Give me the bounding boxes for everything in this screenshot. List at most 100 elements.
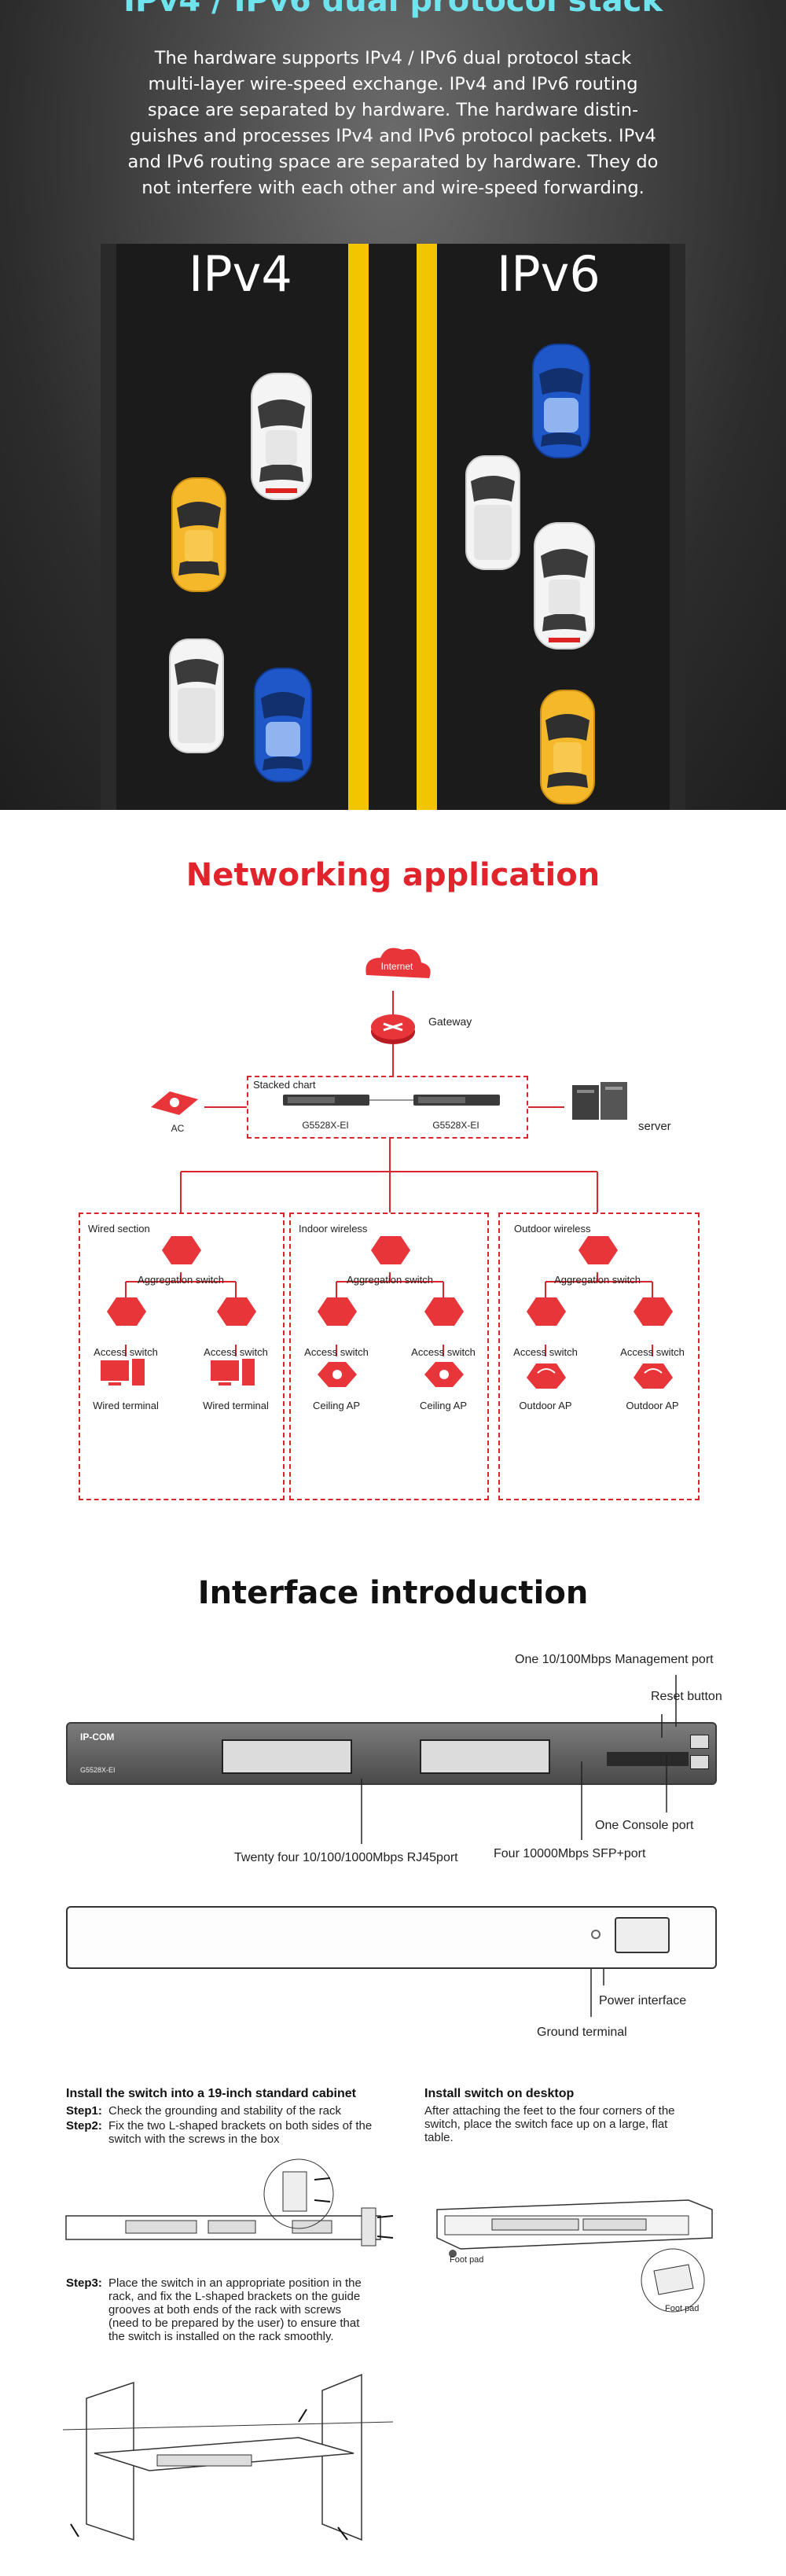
center-line-left	[348, 244, 369, 810]
rj45-block-right	[420, 1739, 550, 1774]
step-3-line: the switch is installed on the rack smoo…	[108, 2330, 334, 2343]
zone-title-outdoor: Outdoor wireless	[514, 1223, 591, 1235]
sfp-ports	[607, 1752, 689, 1766]
description-line: space are separated by hardware. The har…	[147, 100, 639, 120]
reset-button-label: Reset button	[651, 1690, 722, 1703]
access-switch-label: Access switch	[620, 1346, 685, 1358]
stacked-chart-zone	[247, 1076, 528, 1139]
gateway-label: Gateway	[428, 1015, 472, 1028]
server-icon	[572, 1082, 627, 1120]
stacked-switch-right-icon	[413, 1095, 500, 1106]
rj45-label: Twenty four 10/100/1000Mbps RJ45port	[234, 1851, 458, 1864]
access-switch-icon	[217, 1297, 256, 1326]
step-1-text: Check the grounding and stability of the…	[108, 2104, 342, 2118]
switch-back-panel	[66, 1906, 717, 1969]
step-2-key: Step2:	[66, 2119, 102, 2133]
terminal-label: Wired terminal	[203, 1400, 269, 1411]
mgmt-port-label: One 10/100Mbps Management port	[515, 1653, 714, 1666]
ceiling-ap-icon	[424, 1362, 464, 1387]
aggregation-switch-icon	[371, 1236, 410, 1264]
car-white-2	[169, 638, 224, 753]
description-line: and IPv6 routing space are separated by …	[127, 152, 659, 172]
step-2-line: Fix the two L-shaped brackets on both si…	[108, 2119, 373, 2133]
stacked-chart-label: Stacked chart	[253, 1079, 316, 1091]
desktop-line: table.	[424, 2131, 454, 2144]
road-svg	[101, 244, 685, 810]
foot-pad-label: Foot pad	[665, 2304, 700, 2313]
zone-wired	[79, 1213, 285, 1500]
switch-right-label: G5528X-EI	[432, 1120, 479, 1131]
aggregation-label: Aggregation switch	[138, 1274, 224, 1286]
access-switch-icon	[318, 1297, 357, 1326]
access-switch-label: Access switch	[304, 1346, 369, 1358]
car-white-1	[251, 373, 312, 500]
road-edge-left	[101, 244, 116, 810]
step-3-key: Step3:	[66, 2276, 102, 2290]
outdoor-ap-label: Outdoor AP	[626, 1400, 679, 1411]
ceiling-ap-label: Ceiling AP	[420, 1400, 467, 1411]
access-switch-label: Access switch	[411, 1346, 476, 1358]
ground-screw-icon	[591, 1930, 601, 1939]
step-3-text: Place the switch in an appropriate posit…	[108, 2276, 362, 2343]
road-edge-right	[670, 244, 685, 810]
rj45-block-left	[222, 1739, 352, 1774]
access-switch-icon	[107, 1297, 146, 1326]
outdoor-ap-icon	[634, 1363, 673, 1389]
description-line: The hardware supports IPv4 / IPv6 dual p…	[154, 48, 632, 68]
ceiling-ap-icon	[318, 1362, 357, 1387]
power-socket-icon	[615, 1917, 670, 1953]
access-switch-label: Access switch	[94, 1346, 158, 1358]
access-switch-label: Access switch	[204, 1346, 268, 1358]
step-1-key: Step1:	[66, 2104, 102, 2118]
access-switch-icon	[527, 1297, 566, 1326]
outdoor-ap-label: Outdoor AP	[519, 1400, 572, 1411]
car-blue-2	[532, 344, 590, 458]
management-port	[690, 1735, 709, 1749]
switch-left-label: G5528X-EI	[302, 1120, 349, 1131]
step-3: Step3: Place the switch in an appropriat…	[66, 2276, 412, 2347]
outdoor-ap-icon	[527, 1363, 566, 1389]
step-3-line: (need to be prepared by the user) to ens…	[108, 2317, 360, 2330]
zone-title-wired: Wired section	[88, 1223, 150, 1235]
step-2: Step2: Fix the two L-shaped brackets on …	[66, 2119, 412, 2147]
description-line: not interfere with each other and wire-s…	[141, 178, 645, 198]
stacked-switch-left-icon	[283, 1095, 369, 1106]
wired-terminal-icon	[101, 1359, 145, 1386]
ground-terminal-label: Ground terminal	[537, 2026, 627, 2039]
aggregation-label: Aggregation switch	[554, 1274, 641, 1286]
aggregation-switch-icon	[162, 1236, 201, 1264]
desktop-illustration	[436, 2199, 713, 2313]
ac-label: AC	[171, 1123, 185, 1134]
terminal-label: Wired terminal	[93, 1400, 159, 1411]
step-3-line: rack, and fix the L-shaped brackets on t…	[108, 2290, 361, 2303]
car-yellow-1	[171, 477, 226, 592]
rack-illustration	[63, 2373, 394, 2541]
desktop-install-title: Install switch on desktop	[424, 2087, 575, 2100]
dual-protocol-description: The hardware supports IPv4 / IPv6 dual p…	[102, 46, 684, 201]
center-line-right	[417, 244, 437, 810]
model-label: G5528X-EI	[80, 1766, 116, 1774]
aggregation-label: Aggregation switch	[347, 1274, 433, 1286]
step-2-text: Fix the two L-shaped brackets on both si…	[108, 2119, 372, 2146]
switch-front-panel: IP-COM G5528X-EI	[66, 1722, 717, 1785]
zone-title-indoor: Indoor wireless	[299, 1223, 368, 1235]
car-blue-1	[254, 668, 312, 782]
dual-protocol-section: IPv4 / IPv6 dual protocol stack The hard…	[0, 0, 786, 810]
car-white-3	[465, 455, 520, 570]
networking-title: Networking application	[185, 857, 601, 893]
description-line: guishes and processes IPv4 and IPv6 prot…	[130, 126, 656, 146]
description-line: multi-layer wire-speed exchange. IPv4 an…	[148, 74, 638, 94]
desktop-install-text: After attaching the feet to the four cor…	[424, 2104, 755, 2144]
bracket-illustration	[65, 2158, 394, 2247]
interface-title: Interface introduction	[197, 1575, 589, 1611]
car-white-4	[534, 522, 595, 650]
dual-protocol-title: IPv4 / IPv6 dual protocol stack	[123, 0, 663, 19]
sfp-label: Four 10000Mbps SFP+port	[494, 1847, 646, 1860]
network-lines	[125, 948, 653, 1356]
step-3-line: grooves at both ends of the rack with sc…	[108, 2303, 341, 2317]
ac-controller-icon	[151, 1091, 198, 1115]
ceiling-ap-label: Ceiling AP	[313, 1400, 360, 1411]
networking-diagram: Gateway Internet AC server Stacked chart…	[0, 928, 786, 1541]
foot-pad-label: Foot pad	[450, 2255, 484, 2265]
